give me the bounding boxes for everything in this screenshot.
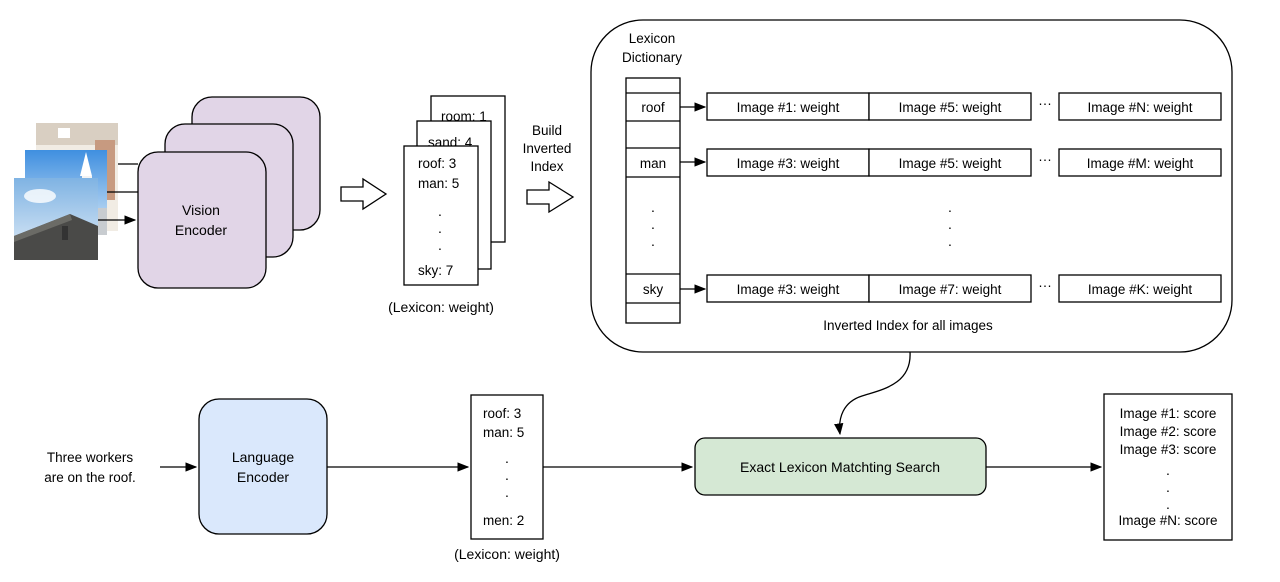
posting-list-man: Image #3: weight Image #5: weight ··· Im… (680, 148, 1222, 177)
query-lexicon-man: man: 5 (483, 425, 524, 440)
dictionary-term-sky: sky (643, 282, 664, 297)
posting-roof-ellipsis: ··· (1038, 96, 1052, 111)
input-photo-stack (14, 123, 118, 260)
build-index-step: Build Inverted Index (523, 123, 575, 214)
posting-roof-last: Image #N: weight (1087, 100, 1192, 115)
results-card: Image #1: score Image #2: score Image #3… (1103, 393, 1233, 541)
build-index-hollow-arrow (526, 180, 575, 214)
search-label: Exact Lexicon Matchting Search (740, 459, 940, 475)
posting-sky-ellipsis: ··· (1038, 278, 1052, 293)
query-text-line-2: are on the roof. (44, 470, 136, 485)
query-lexicon-caption: (Lexicon: weight) (454, 546, 560, 562)
build-index-label-1: Build (532, 123, 562, 138)
encode-hollow-arrow (340, 177, 388, 211)
index-to-search-arrow (834, 351, 911, 436)
dictionary-label-2: Dictionary (622, 50, 682, 65)
build-index-label-2: Inverted (523, 141, 572, 156)
vision-encoder: Vision Encoder (137, 96, 321, 289)
image-lexicon-caption: (Lexicon: weight) (388, 299, 494, 315)
query-lexicon-roof: roof: 3 (483, 406, 521, 421)
postings-dot-2: . (948, 216, 952, 232)
result-2: Image #2: score (1120, 424, 1217, 439)
dictionary-term-man: man (640, 156, 666, 171)
query-lexicon-card: roof: 3 man: 5 . . . men: 2 (Lexicon: we… (454, 394, 560, 562)
vision-encoder-label-1: Vision (182, 202, 220, 218)
photo-roof-workers (14, 178, 98, 260)
lexicon-dot-3: . (438, 237, 442, 253)
query-lexicon-dot-2: . (505, 467, 509, 483)
posting-sky-last: Image #K: weight (1088, 282, 1193, 297)
posting-sky-2: Image #7: weight (899, 282, 1002, 297)
posting-list-roof: Image #1: weight Image #5: weight ··· Im… (680, 92, 1222, 121)
language-encoder-label-2: Encoder (237, 469, 289, 485)
lexicon-card-front (403, 145, 479, 286)
vision-encoder-label-2: Encoder (175, 222, 227, 238)
posting-man-ellipsis: ··· (1038, 152, 1052, 167)
language-encoder: Language Encoder (198, 398, 328, 535)
inverted-index-caption: Inverted Index for all images (823, 318, 993, 333)
query-lexicon-dot-1: . (505, 450, 509, 466)
query-text-line-1: Three workers (47, 450, 134, 465)
result-3: Image #3: score (1120, 442, 1217, 457)
language-encoder-label-1: Language (232, 449, 295, 465)
dictionary-label-1: Lexicon (629, 31, 676, 46)
dictionary-dot-3: . (651, 233, 655, 249)
exact-matching-search: Exact Lexicon Matchting Search (694, 437, 987, 496)
posting-list-sky: Image #3: weight Image #7: weight ··· Im… (680, 274, 1222, 303)
dictionary-column (625, 77, 681, 324)
lexicon-entry-sky: sky: 7 (418, 263, 453, 278)
posting-man-2: Image #5: weight (899, 156, 1002, 171)
posting-man-1: Image #3: weight (737, 156, 840, 171)
lexicon-dot-2: . (438, 220, 442, 236)
query-lexicon-dot-3: . (505, 484, 509, 500)
posting-roof-1: Image #1: weight (737, 100, 840, 115)
posting-roof-2: Image #5: weight (899, 100, 1002, 115)
dictionary-dot-2: . (651, 216, 655, 232)
lexicon-entry-roof: roof: 3 (418, 156, 456, 171)
result-last: Image #N: score (1118, 513, 1217, 528)
dictionary-term-roof: roof (641, 100, 665, 115)
posting-sky-1: Image #3: weight (737, 282, 840, 297)
query-lexicon-men: men: 2 (483, 513, 524, 528)
postings-dot-1: . (948, 199, 952, 215)
image-lexicon-cards: room: 1 sand: 4 roof: 3 man: 5 . . . sky… (388, 95, 506, 315)
build-index-label-3: Index (530, 159, 563, 174)
result-dot-3: . (1166, 496, 1170, 512)
lexicon-card-back-text: room: 1 (441, 109, 487, 124)
posting-man-last: Image #M: weight (1087, 156, 1194, 171)
lexicon-entry-man: man: 5 (418, 176, 459, 191)
lexicon-dot-1: . (438, 203, 442, 219)
result-dot-1: . (1166, 462, 1170, 478)
dictionary-dot-1: . (651, 199, 655, 215)
result-dot-2: . (1166, 479, 1170, 495)
result-1: Image #1: score (1120, 406, 1217, 421)
postings-dot-3: . (948, 233, 952, 249)
inverted-index-panel: Lexicon Dictionary roof man sky . . . Im… (590, 19, 1233, 353)
